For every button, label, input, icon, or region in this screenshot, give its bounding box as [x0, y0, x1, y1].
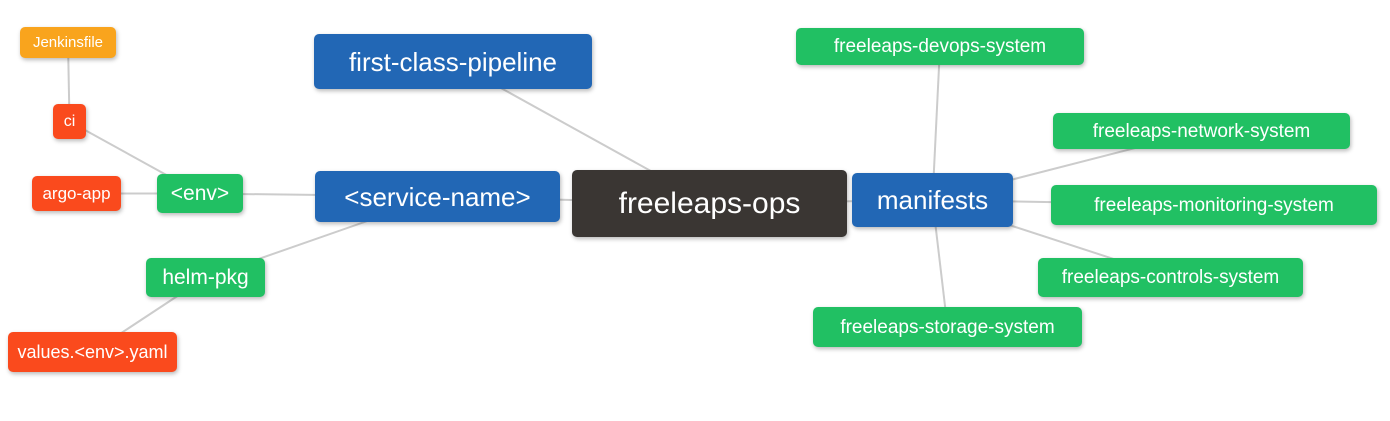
node-values-env-yaml[interactable]: values.<env>.yaml: [8, 332, 177, 372]
node-freeleaps-ops-root[interactable]: freeleaps-ops: [572, 170, 847, 237]
node-freeleaps-devops-system[interactable]: freeleaps-devops-system: [796, 28, 1084, 65]
node-jenkinsfile[interactable]: Jenkinsfile: [20, 27, 116, 58]
node-freeleaps-monitoring-system[interactable]: freeleaps-monitoring-system: [1051, 185, 1377, 225]
node-freeleaps-network-system[interactable]: freeleaps-network-system: [1053, 113, 1350, 149]
node-env[interactable]: <env>: [157, 174, 243, 213]
node-freeleaps-storage-system[interactable]: freeleaps-storage-system: [813, 307, 1082, 347]
node-ci[interactable]: ci: [53, 104, 86, 139]
node-helm-pkg[interactable]: helm-pkg: [146, 258, 265, 297]
node-service-name[interactable]: <service-name>: [315, 171, 560, 222]
node-freeleaps-controls-system[interactable]: freeleaps-controls-system: [1038, 258, 1303, 297]
node-argo-app[interactable]: argo-app: [32, 176, 121, 211]
node-first-class-pipeline[interactable]: first-class-pipeline: [314, 34, 592, 89]
node-manifests[interactable]: manifests: [852, 173, 1013, 227]
